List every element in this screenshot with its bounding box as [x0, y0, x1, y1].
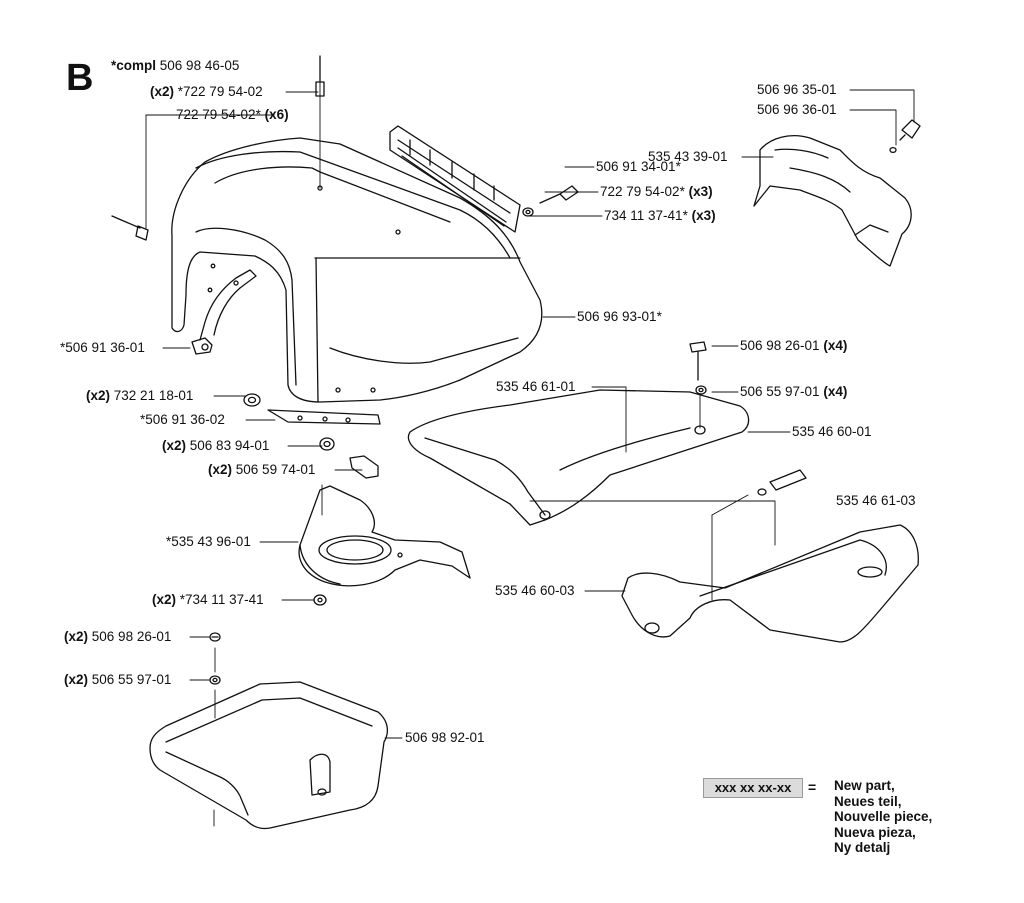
label-l02-number: 722 79 54-02*	[176, 107, 261, 122]
label-l20: *535 43 96-01	[166, 534, 251, 550]
label-l23-number: 506 98 26-01	[91, 629, 172, 644]
label-l15: (x2) 732 21 18-01	[86, 388, 193, 404]
legend-line-1: New part,	[834, 778, 895, 793]
compl-number: 506 98 46-05	[159, 58, 240, 73]
legend-line-2: Neues teil,	[834, 793, 902, 809]
label-l11-qty: (x4)	[823, 338, 848, 353]
label-l10-number: *506 91 36-01	[60, 340, 145, 355]
legend-line-4: Nueva pieza,	[834, 824, 916, 840]
label-l06-number: 506 96 35-01	[757, 82, 837, 97]
legend-line-5: Ny detalj	[834, 840, 891, 855]
label-l24-qty: (x2)	[64, 672, 89, 687]
washer-x3	[522, 207, 534, 217]
hinge-hardware	[243, 393, 381, 479]
label-l21: 535 46 60-03	[495, 583, 575, 599]
label-l16-number: *506 91 36-02	[140, 412, 225, 427]
label-l23-qty: (x2)	[64, 629, 89, 644]
label-l18-number: 506 59 74-01	[235, 462, 316, 477]
label-l07: 506 96 36-01	[757, 102, 837, 118]
label-l12: 506 55 97-01 (x4)	[740, 384, 847, 400]
legend-equals: =	[808, 779, 817, 795]
label-l03-number: 506 91 34-01*	[596, 159, 681, 174]
label-l16: *506 91 36-02	[140, 412, 225, 428]
label-l13-number: 535 46 61-01	[496, 379, 576, 394]
label-l18: (x2) 506 59 74-01	[208, 462, 315, 478]
legend-line-3: Nouvelle piece,	[834, 809, 933, 824]
legend-text: New part, Neues teil, Nouvelle piece, Nu…	[834, 778, 932, 856]
rivet-top	[315, 55, 325, 97]
label-l11: 506 98 26-01 (x4)	[740, 338, 847, 354]
screw-tray	[209, 632, 221, 685]
label-l06: 506 96 35-01	[757, 82, 837, 98]
bolt-fender-left	[757, 469, 807, 496]
label-l08: 535 43 39-01	[648, 149, 728, 165]
label-l22-qty: (x2)	[152, 592, 177, 607]
label-l01-qty: (x2)	[150, 84, 175, 99]
label-l22-number: *734 11 37-41	[179, 592, 264, 607]
label-l04: 722 79 54-02* (x3)	[600, 184, 713, 200]
label-l22: (x2) *734 11 37-41	[152, 592, 264, 608]
label-l03: 506 91 34-01*	[596, 159, 681, 175]
side-shield	[753, 135, 912, 267]
label-l05: 734 11 37-41* (x3)	[604, 208, 716, 224]
label-l01: (x2) *722 79 54-02	[150, 84, 263, 100]
label-l18-qty: (x2)	[208, 462, 233, 477]
label-l20-number: *535 43 96-01	[166, 534, 251, 549]
grille-panel	[389, 125, 521, 233]
label-l12-number: 506 55 97-01	[740, 384, 820, 399]
compl-label: *compl 506 98 46-05	[111, 58, 239, 74]
label-l07-number: 506 96 36-01	[757, 102, 837, 117]
bolt-shield	[889, 119, 921, 154]
bolt-fender	[689, 341, 707, 395]
label-l04-qty: (x3)	[688, 184, 713, 199]
label-l09-number: 506 96 93-01*	[577, 309, 662, 324]
label-l14: 535 46 60-01	[792, 424, 872, 440]
label-l10: *506 91 36-01	[60, 340, 145, 356]
label-l14-number: 535 46 60-01	[792, 424, 872, 439]
washer-734	[313, 594, 327, 606]
label-l15-qty: (x2)	[86, 388, 111, 403]
label-l25: 506 98 92-01	[405, 730, 485, 746]
label-l15-number: 732 21 18-01	[113, 388, 194, 403]
label-l25-number: 506 98 92-01	[405, 730, 485, 745]
label-l12-qty: (x4)	[823, 384, 848, 399]
label-l08-number: 535 43 39-01	[648, 149, 728, 164]
label-l17: (x2) 506 83 94-01	[162, 438, 269, 454]
screw-x3	[539, 185, 579, 204]
label-l04-number: 722 79 54-02*	[600, 184, 685, 199]
label-l02: 722 79 54-02* (x6)	[176, 107, 289, 123]
label-l19-number: 535 46 61-03	[836, 493, 916, 508]
tray-cover	[149, 681, 389, 830]
section-letter: B	[66, 57, 94, 99]
label-l24: (x2) 506 55 97-01	[64, 672, 171, 688]
label-l17-qty: (x2)	[162, 438, 187, 453]
label-l05-qty: (x3)	[691, 208, 716, 223]
label-l01-number: *722 79 54-02	[177, 84, 263, 99]
leader-lines	[145, 79, 915, 827]
label-l13: 535 46 61-01	[496, 379, 576, 395]
label-l21-number: 535 46 60-03	[495, 583, 575, 598]
label-l17-number: 506 83 94-01	[189, 438, 270, 453]
fender-right	[407, 389, 750, 526]
label-l09: 506 96 93-01*	[577, 309, 662, 325]
compl-prefix: *compl	[111, 58, 157, 73]
bracket-left	[191, 269, 257, 355]
label-l11-number: 506 98 26-01	[740, 338, 820, 353]
label-l24-number: 506 55 97-01	[91, 672, 172, 687]
label-l23: (x2) 506 98 26-01	[64, 629, 171, 645]
label-l05-number: 734 11 37-41*	[604, 208, 688, 223]
label-l02-qty: (x6)	[264, 107, 289, 122]
label-l19: 535 46 61-03	[836, 493, 916, 509]
cup-holder-bracket	[298, 485, 471, 587]
rivet-left	[111, 215, 149, 241]
hood-shell	[171, 137, 543, 403]
fender-left	[621, 524, 919, 643]
legend-code-box: xxx xx xx-xx	[703, 778, 803, 798]
